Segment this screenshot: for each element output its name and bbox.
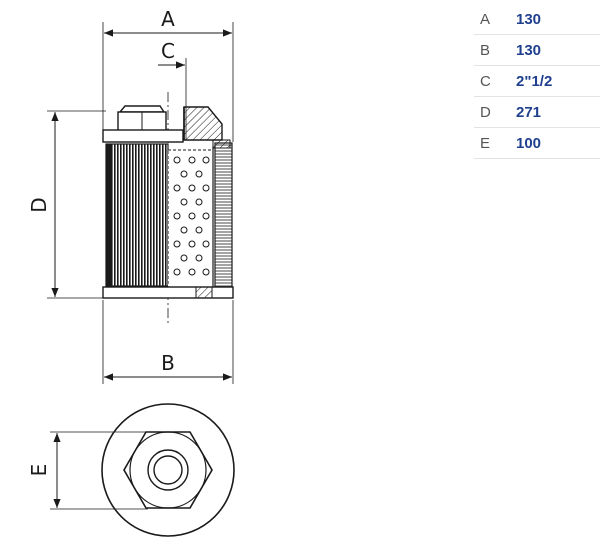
spec-key: A bbox=[474, 4, 516, 35]
pleated-media bbox=[105, 143, 169, 287]
spec-value: 271 bbox=[516, 96, 600, 128]
hex-nut bbox=[118, 105, 166, 113]
dimension-e-label: E bbox=[27, 464, 51, 477]
spec-row-a: A 130 bbox=[474, 4, 600, 35]
threaded-head-section bbox=[183, 106, 223, 141]
spec-row-e: E 100 bbox=[474, 127, 600, 159]
dimension-d-label: D bbox=[27, 197, 51, 212]
spec-row-d: D 271 bbox=[474, 96, 600, 128]
dimension-b: B bbox=[102, 300, 234, 384]
bore-outer bbox=[147, 449, 189, 491]
spec-value: 130 bbox=[516, 4, 600, 35]
spec-key: B bbox=[474, 34, 516, 66]
top-end-cap bbox=[102, 129, 184, 143]
dimension-b-label: B bbox=[161, 351, 175, 375]
outer-shell bbox=[214, 142, 233, 288]
spec-value: 2"1/2 bbox=[516, 65, 600, 97]
dimension-a-label: A bbox=[161, 7, 175, 31]
filter-technical-drawing: A C D B bbox=[27, 7, 235, 537]
spec-row-c: C 2"1/2 bbox=[474, 65, 600, 97]
dimension-spec-table: A 130 B 130 C 2"1/2 D 271 E 100 bbox=[474, 4, 600, 159]
outer-rim bbox=[101, 403, 235, 537]
core-perforations bbox=[173, 156, 210, 276]
bottom-end-cap bbox=[102, 286, 234, 299]
bore-inner bbox=[153, 455, 183, 485]
spec-value: 100 bbox=[516, 127, 600, 159]
spec-key: C bbox=[474, 65, 516, 97]
hex-inscribed-circle bbox=[129, 431, 207, 509]
filter-top-view bbox=[101, 403, 235, 537]
spec-value: 130 bbox=[516, 34, 600, 66]
filter-side-view bbox=[102, 92, 234, 325]
spec-key: E bbox=[474, 127, 516, 159]
dimension-c-label: C bbox=[161, 39, 175, 63]
dimension-e: E bbox=[27, 431, 148, 510]
spec-key: D bbox=[474, 96, 516, 128]
spec-row-b: B 130 bbox=[474, 34, 600, 66]
dimension-d: D bbox=[27, 110, 106, 299]
hex-outline bbox=[123, 431, 213, 509]
dimension-a: A bbox=[102, 7, 234, 142]
